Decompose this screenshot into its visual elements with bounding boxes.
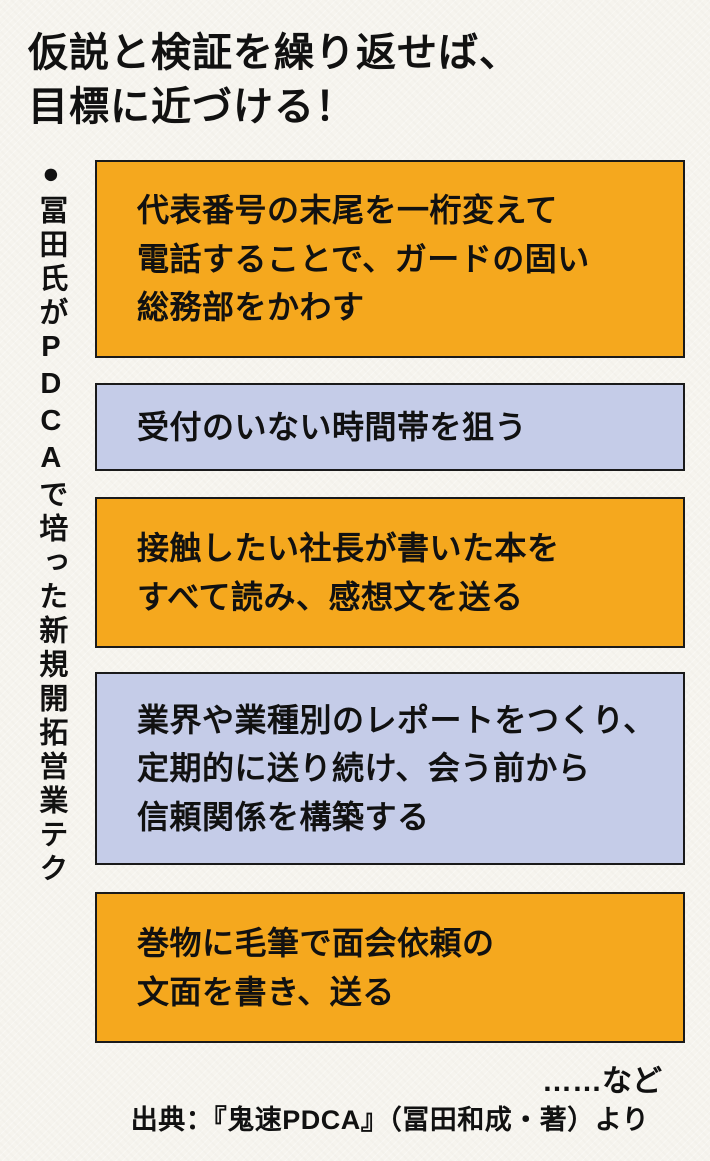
technique-text-3: 接触したい社長が書いた本を すべて読み、感想文を送る [137, 529, 560, 615]
technique-text-1: 代表番号の末尾を一桁変えて 電話することで、ガードの固い 総務部をかわす [137, 192, 590, 326]
technique-box-1: 代表番号の末尾を一桁変えて 電話することで、ガードの固い 総務部をかわす [95, 160, 685, 358]
etc-label: ……など [542, 1065, 662, 1098]
technique-box-4: 業界や業種別のレポートをつくり、 定期的に送り続け、会う前から 信頼関係を構築す… [95, 672, 685, 865]
technique-text-4: 業界や業種別のレポートをつくり、 定期的に送り続け、会う前から 信頼関係を構築す… [137, 701, 656, 835]
category-vertical-label: ●冨田氏がPDCAで培った新規開拓営業テク [34, 158, 67, 887]
source-citation: 出典：『鬼速PDCA』（冨田和成・著）より [130, 1105, 650, 1135]
technique-box-5: 巻物に毛筆で面会依頼の 文面を書き、送る [95, 892, 685, 1043]
technique-text-2: 受付のいない時間帯を狙う [137, 408, 528, 445]
technique-box-2: 受付のいない時間帯を狙う [95, 383, 685, 471]
technique-text-5: 巻物に毛筆で面会依頼の 文面を書き、送る [137, 924, 495, 1010]
technique-box-3: 接触したい社長が書いた本を すべて読み、感想文を送る [95, 497, 685, 648]
page-title: 仮説と検証を繰り返せば、 目標に近づける！ [28, 31, 520, 129]
